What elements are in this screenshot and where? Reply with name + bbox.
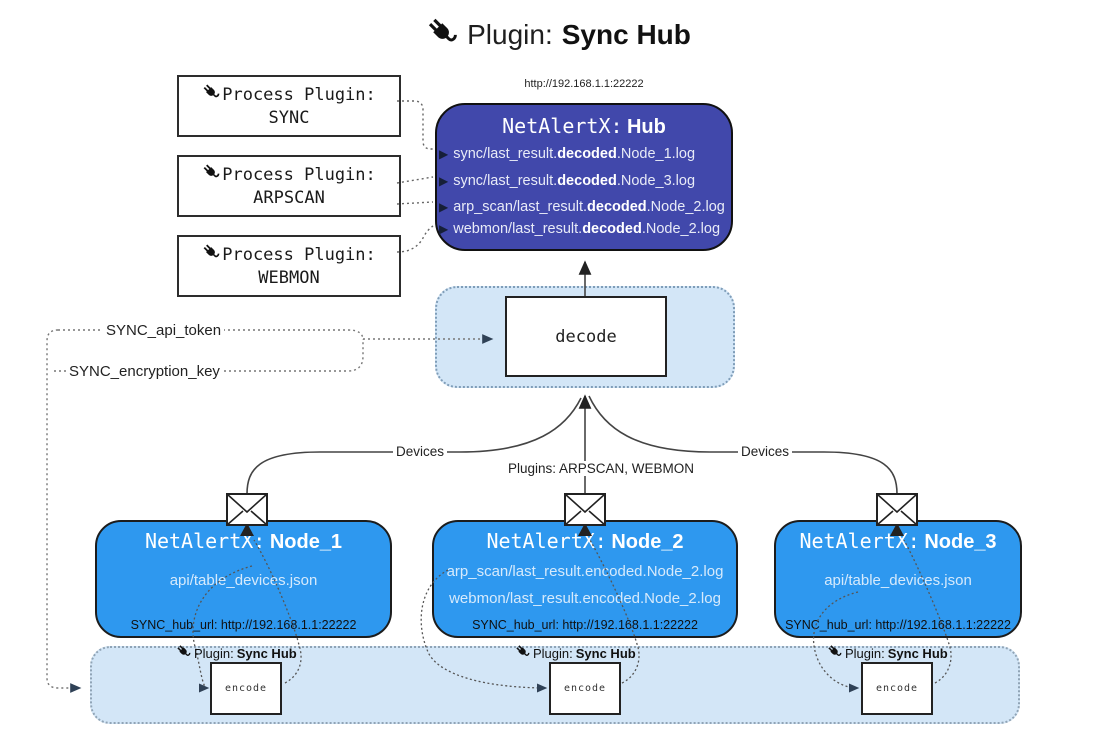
node-file: webmon/last_result.encoded.Node_2.log — [449, 590, 721, 607]
plug-icon — [515, 644, 530, 662]
node-title: NetAlertX: Node_3 — [799, 529, 997, 553]
node-title: NetAlertX: Node_1 — [144, 529, 343, 553]
node-1-box: NetAlertX: Node_1 api/table_devices.json… — [95, 520, 392, 638]
process-plugin-name: WEBMON — [258, 268, 320, 288]
page-title: Plugin: Sync Hub — [0, 16, 1117, 53]
hub-log-line: ▶ webmon/last_result.decoded.Node_2.log — [439, 221, 721, 237]
node-3-box: NetAlertX: Node_3 api/table_devices.json… — [774, 520, 1022, 638]
plug-icon — [202, 163, 220, 187]
plug-icon — [827, 644, 842, 662]
encoder-plugin-label: Plugin:Sync Hub — [827, 644, 948, 662]
node-2-box: NetAlertX: Node_2 arp_scan/last_result.e… — [432, 520, 738, 638]
encoder-plugin-label: Plugin:Sync Hub — [176, 644, 297, 662]
decode-box: decode — [505, 296, 667, 377]
hub-title: NetAlertX: Hub — [437, 114, 731, 139]
arrow-right-icon: ▶ — [439, 200, 449, 214]
arrow-right-icon: ▶ — [439, 147, 449, 161]
process-plugin-label: Process Plugin: — [222, 165, 376, 185]
encode-box-1: encode — [210, 662, 282, 715]
node-file: arp_scan/last_result.encoded.Node_2.log — [446, 563, 724, 580]
devices-left-label: Devices — [393, 444, 448, 459]
node-hub-url: SYNC_hub_url: http://192.168.1.1:22222 — [785, 618, 1011, 632]
hub-box: NetAlertX: Hub ▶ sync/last_result.decode… — [435, 103, 733, 251]
process-plugin-name: ARPSCAN — [253, 188, 325, 208]
process-plugin-label: Process Plugin: — [222, 245, 376, 265]
plug-icon — [176, 644, 191, 662]
devices-right-label: Devices — [738, 444, 793, 459]
hub-app-name: NetAlertX: — [502, 114, 623, 138]
sync-encryption-key-label: SYNC_encryption_key — [66, 363, 223, 380]
arrow-right-icon: ▶ — [439, 222, 449, 236]
node-hub-url: SYNC_hub_url: http://192.168.1.1:22222 — [130, 618, 357, 632]
title-label: Plugin: — [467, 18, 553, 50]
process-plugin-box-arpscan: Process Plugin: ARPSCAN — [177, 155, 401, 217]
plug-icon — [202, 83, 220, 107]
decode-label: decode — [555, 326, 617, 347]
node-file: api/table_devices.json — [824, 572, 972, 589]
plug-icon — [202, 243, 220, 267]
hub-name: Hub — [626, 116, 666, 138]
plugin-wires — [396, 100, 434, 253]
plug-icon — [426, 16, 458, 53]
node-hub-url: SYNC_hub_url: http://192.168.1.1:22222 — [472, 618, 698, 632]
process-plugin-box-webmon: Process Plugin: WEBMON — [177, 235, 401, 297]
encode-box-2: encode — [549, 662, 621, 715]
sync-api-token-label: SYNC_api_token — [103, 322, 225, 339]
title-name: Sync Hub — [561, 18, 691, 50]
hub-log-line: ▶ sync/last_result.decoded.Node_3.log — [439, 173, 696, 189]
hub-log-line: ▶ sync/last_result.decoded.Node_1.log — [439, 146, 696, 162]
node-file: api/table_devices.json — [169, 572, 318, 589]
hub-log-line: ▶ arp_scan/last_result.decoded.Node_2.lo… — [439, 199, 725, 215]
node-title: NetAlertX: Node_2 — [486, 529, 684, 553]
encoder-plugin-label: Plugin:Sync Hub — [515, 644, 636, 662]
process-plugin-name: SYNC — [268, 108, 310, 128]
process-plugin-label: Process Plugin: — [222, 85, 376, 105]
encode-box-3: encode — [861, 662, 933, 715]
plugins-center-label: Plugins: ARPSCAN, WEBMON — [505, 461, 698, 476]
process-plugin-box-sync: Process Plugin: SYNC — [177, 75, 401, 137]
arrow-right-icon: ▶ — [439, 174, 449, 188]
hub-url-label: http://192.168.1.1:22222 — [524, 78, 644, 90]
